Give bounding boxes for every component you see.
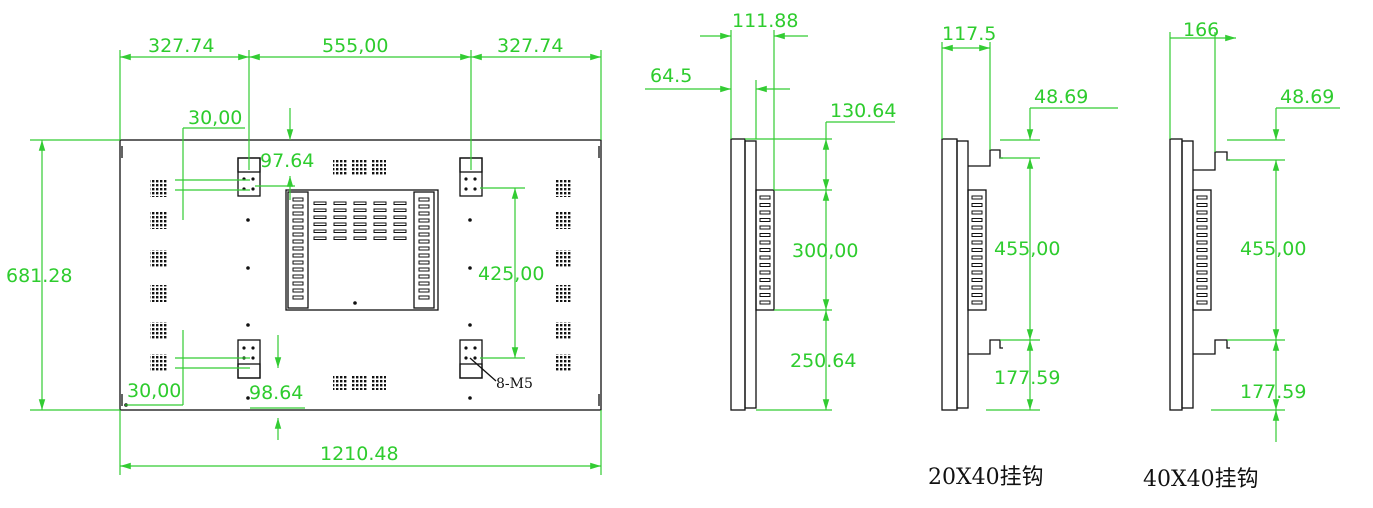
dim-bracket-bottom: 98.64	[249, 382, 303, 404]
dim-depth-total: 111.88	[732, 10, 798, 32]
hook-20x40-dimensions	[941, 42, 1118, 411]
dim-height: 681.28	[6, 265, 72, 287]
dim-right-offset: 327.74	[497, 35, 563, 57]
caption-40x40: 40X40挂钩	[1143, 467, 1259, 492]
dim-bracket-top: 97.64	[260, 150, 314, 172]
panel-outline	[119, 139, 602, 411]
front-view: 8-M5	[6, 35, 602, 475]
front-dimensions	[30, 50, 602, 475]
dim-bracket-vertical: 425,00	[478, 263, 544, 285]
hook-40x40-view: 166 48.69 455,00 177.59 40X40挂钩	[1143, 19, 1340, 492]
dim-box-to-bottom: 250.64	[790, 350, 856, 372]
dim-hook20-bottom: 177.59	[994, 367, 1060, 389]
dim-width: 1210.48	[320, 443, 399, 465]
dim-left-offset: 327.74	[148, 35, 214, 57]
dim-hook40-depth: 166	[1183, 19, 1219, 41]
hook-20x40-view: 117.5 48.69 455,00 177.59 20X40挂钩	[928, 23, 1118, 490]
dim-hook20-depth: 117.5	[942, 23, 996, 45]
dim-box-height: 300,00	[792, 240, 858, 262]
vent-grilles	[150, 160, 572, 390]
dim-hook20-top: 48.69	[1034, 86, 1088, 108]
dim-depth-panel: 64.5	[650, 65, 692, 87]
dim-top-clearance: 30,00	[188, 107, 242, 129]
caption-20x40: 20X40挂钩	[928, 465, 1044, 490]
mount-brackets	[237, 157, 483, 379]
hook-40x40-dimensions	[1169, 32, 1340, 442]
side-view: 111.88 64.5 130.64 300,00 250.64	[645, 10, 896, 411]
dim-hook20-span: 455,00	[994, 238, 1060, 260]
dim-hook40-span: 455,00	[1240, 238, 1306, 260]
dim-hook40-top: 48.69	[1280, 86, 1334, 108]
screw-note: 8-M5	[496, 376, 533, 392]
side-dimensions	[645, 30, 895, 411]
dim-center-span: 555,00	[322, 35, 388, 57]
control-box	[285, 189, 439, 311]
dim-hook40-bottom: 177.59	[1240, 381, 1306, 403]
dim-bottom-clearance: 30,00	[127, 380, 181, 402]
dim-top-to-box: 130.64	[830, 100, 896, 122]
